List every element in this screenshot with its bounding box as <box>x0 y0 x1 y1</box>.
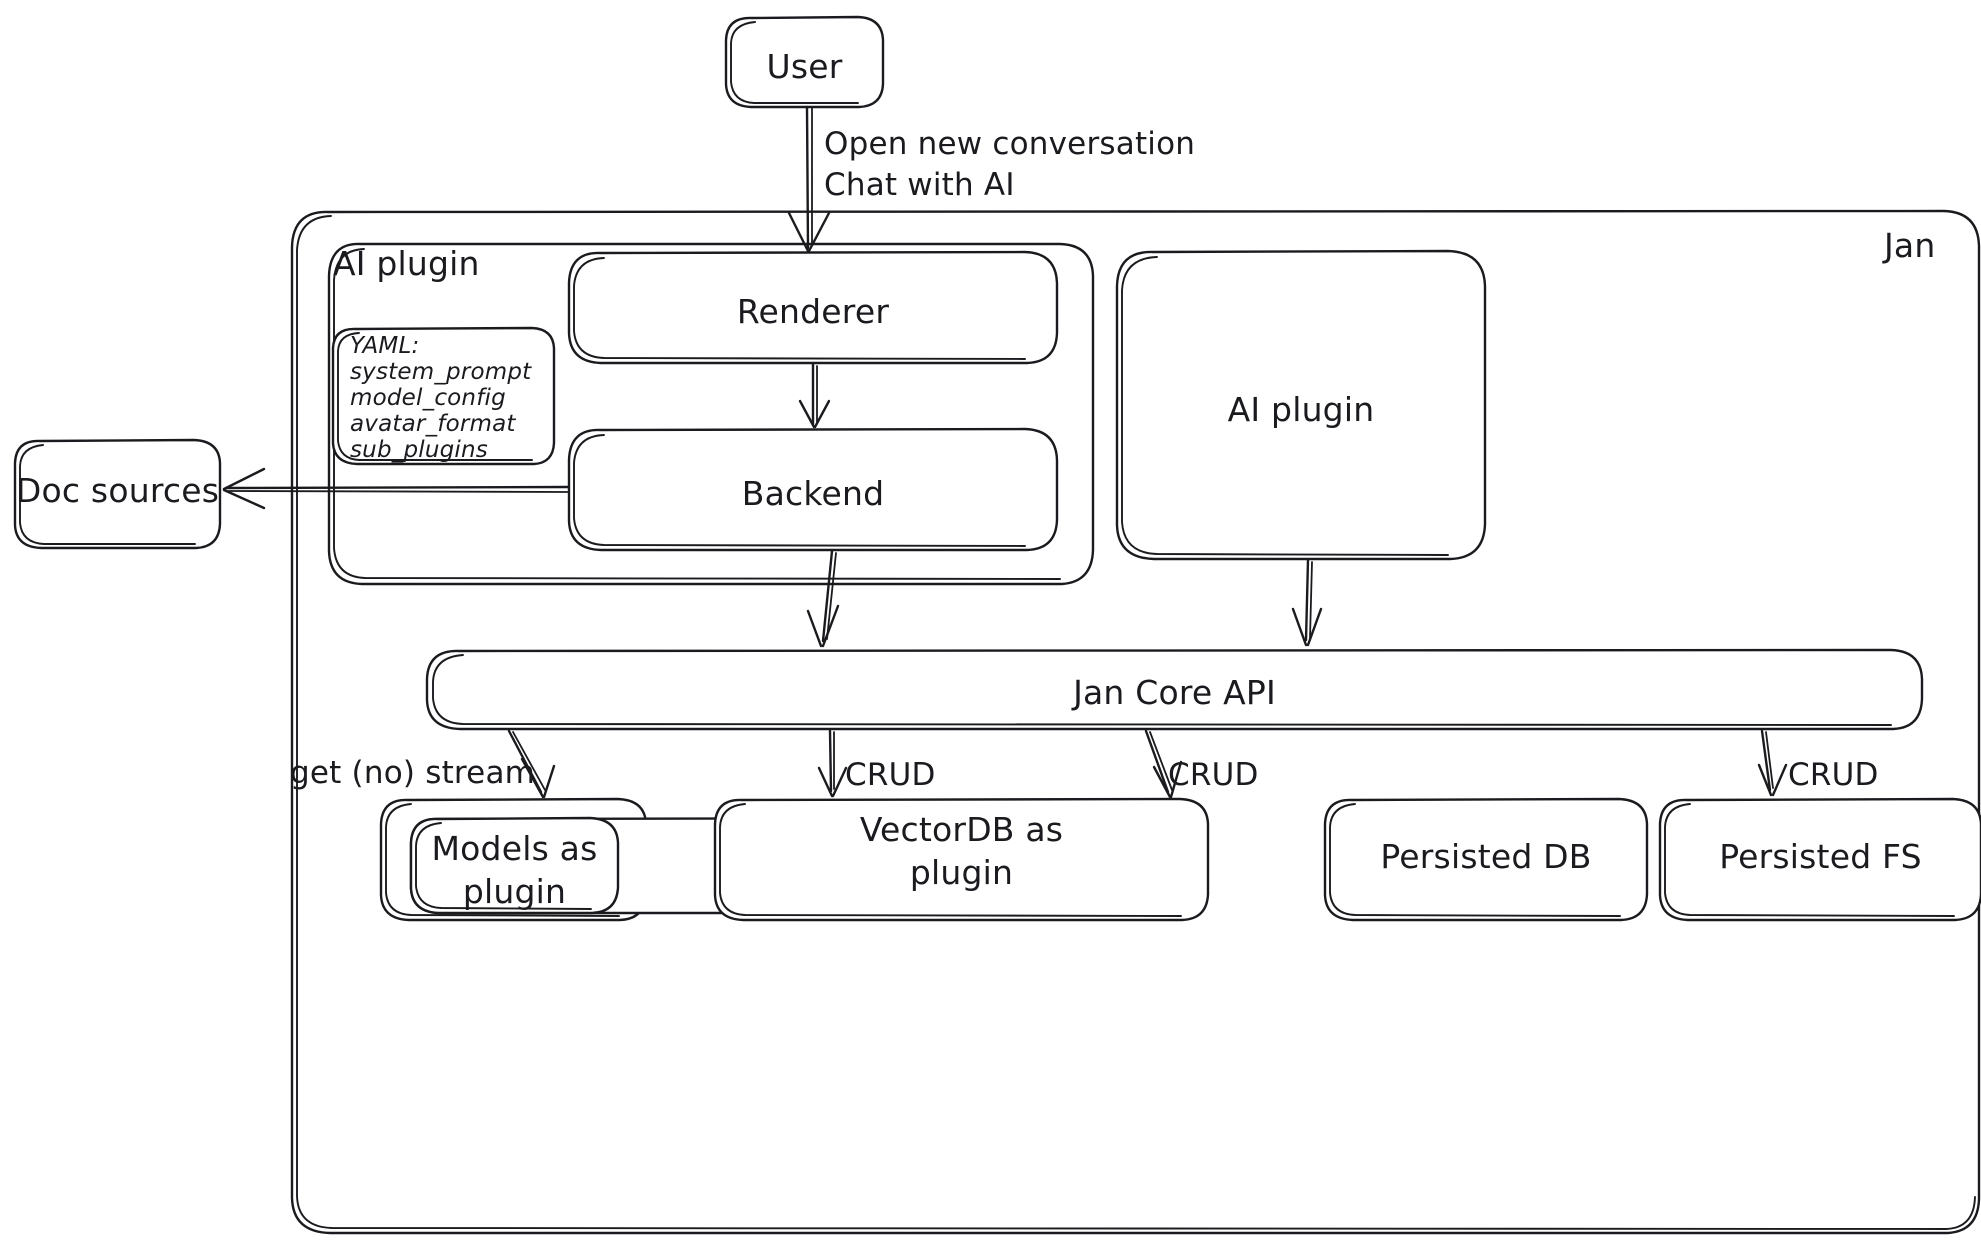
node-persisted-fs-label[interactable]: Persisted FS <box>1719 837 1922 876</box>
edge-label-chat-with-ai: Chat with AI <box>824 167 1015 203</box>
edge-renderer-to-backend <box>798 362 831 429</box>
edge-core-api-to-persisted-fs <box>1757 729 1788 797</box>
edge-label-get-no-stream: get (no) stream <box>290 755 536 791</box>
edge-core-api-to-vectordb <box>817 729 848 798</box>
edge-label-crud-vectordb: CRUD <box>845 757 936 793</box>
edge-user-to-renderer <box>787 105 831 253</box>
node-user-label[interactable]: User <box>766 47 843 86</box>
edge-backend-to-doc-sources <box>222 467 570 510</box>
node-ai-plugin-label[interactable]: AI plugin <box>1227 390 1375 429</box>
group-jan-border <box>290 209 1981 1235</box>
edge-ai-plugin-to-core-api <box>1291 558 1323 647</box>
yaml-line-3: avatar_format <box>350 411 516 437</box>
group-label-ai-plugin: AI plugin <box>333 244 480 283</box>
edge-label-open-new-conversation: Open new conversation <box>824 126 1196 162</box>
edge-label-crud-persisted-fs: CRUD <box>1788 757 1879 793</box>
node-persisted-db-label[interactable]: Persisted DB <box>1380 837 1592 876</box>
node-jan-core-api-label[interactable]: Jan Core API <box>1073 673 1276 712</box>
node-backend-label[interactable]: Backend <box>741 474 885 513</box>
edge-backend-to-core-api <box>806 549 840 648</box>
node-renderer-label[interactable]: Renderer <box>736 292 890 331</box>
group-label-jan: Jan <box>1884 226 1936 265</box>
node-doc-sources-label[interactable]: Doc sources <box>15 471 220 510</box>
yaml-line-1: system_prompt <box>350 359 532 385</box>
yaml-line-0: YAML: <box>350 333 420 359</box>
yaml-line-4: sub_plugins <box>350 437 488 463</box>
yaml-line-2: model_config <box>350 385 506 411</box>
edge-label-crud-persisted-db: CRUD <box>1168 757 1259 793</box>
